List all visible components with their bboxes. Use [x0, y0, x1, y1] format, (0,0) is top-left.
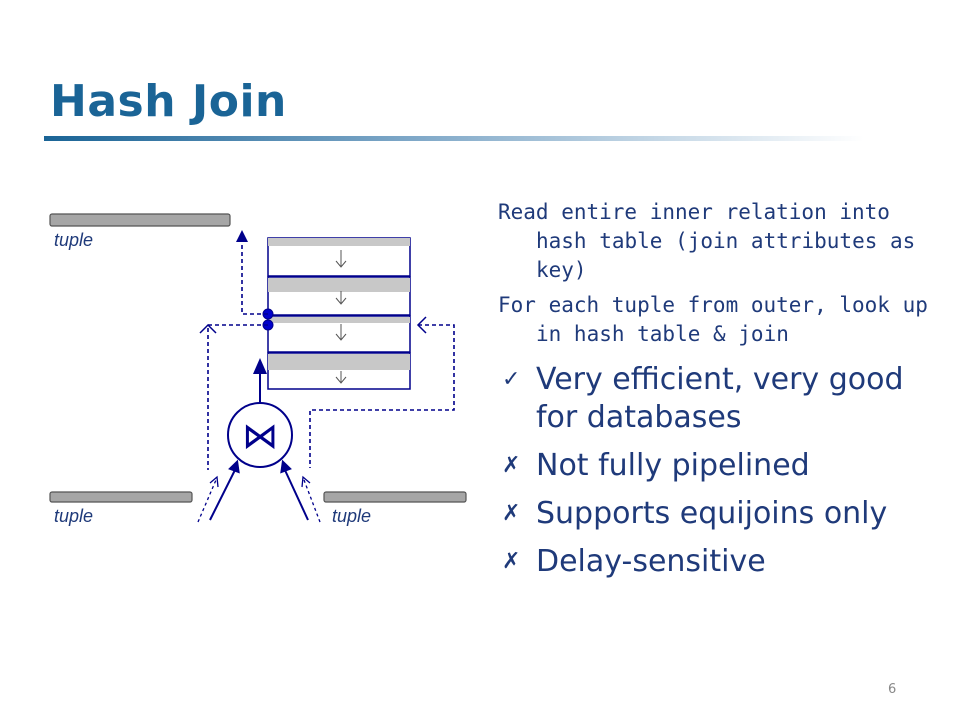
- bullet-text: Delay-sensitive: [536, 544, 766, 579]
- left-input-tuple-label: tuple: [54, 506, 93, 526]
- output-path: [241, 234, 268, 315]
- probe-phase-text: For each tuple from outer, look up in ha…: [498, 293, 941, 346]
- list-item: ✓ Very efficient, very good for database…: [498, 361, 938, 437]
- title-rule: [44, 136, 864, 141]
- right-input-tuple-label: tuple: [332, 506, 371, 526]
- slide-title: Hash Join: [50, 76, 287, 127]
- right-build-path: [309, 324, 455, 468]
- list-item: ✗ Supports equijoins only: [498, 495, 938, 533]
- join-symbol-icon: ⋈: [242, 416, 278, 457]
- cross-icon: ✗: [502, 453, 521, 478]
- output-tuple-bar: [49, 213, 231, 227]
- bullet-text: Supports equijoins only: [536, 496, 888, 531]
- check-icon: ✓: [502, 367, 521, 392]
- cross-icon: ✗: [502, 549, 521, 574]
- bullet-text: Not fully pipelined: [536, 448, 810, 483]
- right-input-arrow: [283, 467, 309, 521]
- hash-join-diagram: tuple ⋈ tuple t: [49, 213, 467, 526]
- bullet-text: Very efficient, very good for databases: [536, 362, 904, 435]
- cross-icon: ✗: [502, 501, 521, 526]
- right-input-tuple-bar: [323, 491, 467, 503]
- pros-cons-list: ✓ Very efficient, very good for database…: [498, 361, 938, 581]
- left-input-tuple-bar: [49, 491, 193, 503]
- down-arrow-icon: [335, 324, 347, 341]
- build-phase-text: Read entire inner relation into hash tab…: [498, 200, 928, 282]
- down-arrow-icon: [335, 250, 347, 268]
- page-number: 6: [888, 682, 897, 697]
- down-arrow-icon: [335, 291, 347, 305]
- list-item: ✗ Not fully pipelined: [498, 447, 938, 485]
- output-tuple-label: tuple: [54, 230, 93, 250]
- list-item: ✗ Delay-sensitive: [498, 543, 938, 581]
- text-column: Read entire inner relation into hash tab…: [498, 198, 938, 591]
- hash-table: [267, 237, 411, 390]
- chain-arrows: [335, 250, 347, 384]
- left-input-arrow: [209, 467, 237, 521]
- down-arrow-icon: [335, 371, 347, 384]
